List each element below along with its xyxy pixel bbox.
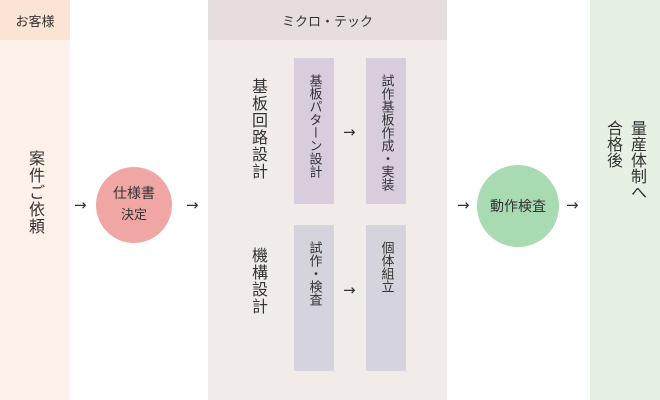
prototype-inspection-box: 試作・検査 (294, 225, 334, 371)
arrow-circuit-boxes: → (343, 123, 356, 141)
assembly-label: 個体組立 (378, 241, 394, 293)
production-line1: 合格後 (604, 120, 623, 168)
arrow-spec-to-design: → (186, 196, 199, 214)
operation-check-circle: 動作検査 (477, 165, 559, 247)
assembly-box: 個体組立 (366, 225, 406, 371)
mass-production-step: 合格後 量産体制へ (590, 120, 660, 320)
arrow-mechanism-boxes: → (343, 281, 356, 299)
company-header-label: ミクロ・テック (281, 14, 373, 30)
board-pattern-design-box: 基板パターン設計 (294, 58, 334, 204)
spec-circle-line1: 仕様書 (113, 186, 155, 202)
arrow-design-to-check: → (457, 196, 470, 214)
company-column-header: ミクロ・テック (208, 0, 447, 40)
customer-header-label: お客様 (15, 14, 55, 30)
operation-check-label: 動作検査 (490, 199, 546, 215)
prototype-board-box: 試作基板作成・実装 (366, 58, 406, 204)
spec-circle-line2: 決定 (120, 208, 147, 223)
production-line2: 量産体制へ (628, 120, 647, 200)
mechanism-design-label: 機構設計 (249, 247, 268, 315)
arrow-request-to-spec: → (74, 196, 87, 214)
prototype-board-label: 試作基板作成・実装 (378, 74, 394, 191)
customer-column-header: お客様 (0, 0, 70, 40)
arrow-check-to-production: → (566, 196, 579, 214)
production-column (590, 0, 660, 400)
request-step: 案件ご依頼 (0, 150, 70, 260)
circuit-design-label: 基板回路設計 (249, 78, 268, 180)
request-step-label: 案件ご依頼 (26, 150, 45, 235)
spec-decision-circle: 仕様書 決定 (96, 167, 172, 243)
board-pattern-design-label: 基板パターン設計 (306, 74, 322, 178)
customer-column (0, 40, 70, 400)
prototype-inspection-label: 試作・検査 (306, 241, 322, 306)
